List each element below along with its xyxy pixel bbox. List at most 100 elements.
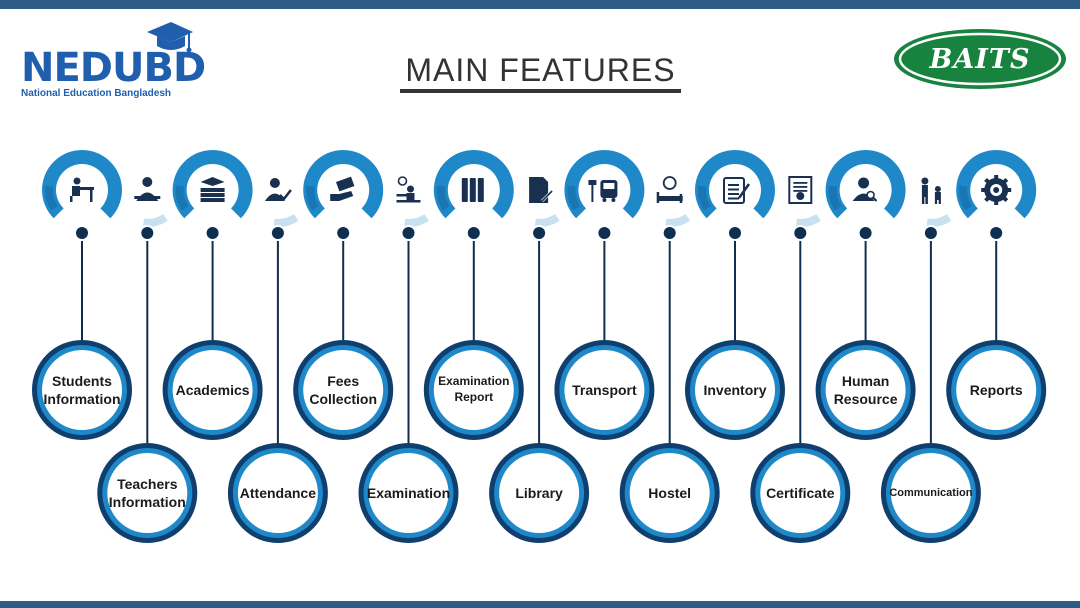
student-desk-icon xyxy=(70,177,94,202)
ring-chain xyxy=(41,150,1037,228)
anchor-dot xyxy=(402,227,415,239)
page-title: MAIN FEATURES xyxy=(405,52,676,88)
graduation-cap-icon xyxy=(147,22,193,53)
anchor-dot xyxy=(598,227,611,239)
feature-node xyxy=(448,165,499,241)
bus-stop-icon xyxy=(588,180,618,202)
feature-circle xyxy=(227,443,328,543)
feature-circle xyxy=(880,443,981,543)
icon-disc xyxy=(840,165,891,215)
baits-wordmark: BAITS xyxy=(929,43,1031,75)
feature-node xyxy=(122,165,173,241)
feature-node xyxy=(579,165,630,241)
feature-circle xyxy=(815,340,916,440)
feature-node xyxy=(252,165,303,241)
icon-disc xyxy=(905,165,956,215)
chain-ring xyxy=(825,150,906,219)
feature-label: Human Resource xyxy=(833,372,898,407)
attendance-check-icon xyxy=(264,178,292,201)
baits-logo: BAITS xyxy=(892,27,1068,91)
feature-circle xyxy=(97,443,198,543)
feature-node xyxy=(187,165,238,241)
anchor-dot xyxy=(467,227,480,239)
chain-ring xyxy=(41,150,122,219)
people-talk-icon xyxy=(921,177,941,204)
anchor-dot xyxy=(729,227,741,239)
fees-hand-icon xyxy=(330,176,355,201)
anchor-dot xyxy=(337,227,350,239)
feature-label: Inventory xyxy=(703,381,767,398)
feature-node xyxy=(318,165,369,241)
anchor-dot xyxy=(663,227,676,239)
feature-circle xyxy=(489,443,590,543)
anchor-dot xyxy=(206,227,219,239)
chain-ring xyxy=(564,150,645,219)
icon-disc xyxy=(644,165,695,215)
feature-circle xyxy=(685,340,785,440)
chain-ring xyxy=(303,150,384,219)
baits-oval xyxy=(894,29,1066,89)
feature-circle xyxy=(554,340,655,440)
feature-circle xyxy=(32,340,132,440)
chain-ring xyxy=(165,208,176,219)
binders-icon xyxy=(461,178,484,202)
feature-circle xyxy=(423,340,524,440)
feature-circle xyxy=(946,340,1047,440)
anchor-dot xyxy=(794,227,807,239)
feature-circle xyxy=(293,340,394,440)
chain-ring xyxy=(296,208,307,219)
chain-ring xyxy=(433,150,514,219)
feature-node xyxy=(383,165,434,241)
feature-node xyxy=(710,165,760,241)
anchor-dot xyxy=(924,227,937,239)
bottom-band xyxy=(0,601,1080,608)
feature-node xyxy=(57,165,107,241)
chain-ring xyxy=(557,208,568,219)
teacher-icon xyxy=(134,177,161,201)
icon-disc xyxy=(252,165,303,215)
feature-node xyxy=(905,165,956,241)
person-search-icon xyxy=(852,177,878,202)
anchor-dot xyxy=(990,227,1003,239)
exam-clock-icon xyxy=(396,176,421,203)
certificate-icon xyxy=(788,176,813,204)
feature-label: Library xyxy=(515,484,563,501)
feature-circle xyxy=(358,443,459,543)
chain-ring xyxy=(172,150,253,219)
nedubd-tagline: National Education Bangladesh xyxy=(21,88,172,99)
books-cap-icon xyxy=(200,177,225,202)
chain-ring xyxy=(688,208,698,219)
feature-label: Fees Collection xyxy=(309,372,378,407)
feature-circle xyxy=(750,443,851,543)
feature-label: Examination xyxy=(366,484,451,501)
nedubd-logo: NEDUBD National Education Bangladesh xyxy=(18,18,208,102)
nedubd-wordmark: NEDUBD xyxy=(21,45,206,91)
feature-label: Attendance xyxy=(239,484,316,501)
chain-ring xyxy=(426,208,437,219)
bed-question-icon xyxy=(656,176,683,203)
feature-label: Students Information xyxy=(43,372,121,407)
feature-node xyxy=(775,165,826,241)
icon-disc xyxy=(122,165,173,215)
anchor-dot xyxy=(271,227,284,239)
feature-label: Examination Report xyxy=(438,374,510,404)
chain-ring xyxy=(694,150,775,219)
feature-label: Reports xyxy=(969,381,1023,398)
clipboard-list-icon xyxy=(723,177,751,204)
feature-label: Hostel xyxy=(648,484,692,501)
title-underline xyxy=(400,89,681,93)
feature-circle xyxy=(619,443,720,543)
top-band xyxy=(0,0,1080,9)
feature-node xyxy=(644,165,695,241)
chain-ring xyxy=(956,150,1037,219)
anchor-dot xyxy=(859,227,872,239)
feature-label: Teachers Information xyxy=(108,475,186,510)
anchor-dot xyxy=(533,227,546,239)
feature-label: Certificate xyxy=(766,484,835,501)
anchor-dot xyxy=(76,227,88,239)
chain-ring xyxy=(818,208,829,219)
feature-label: Academics xyxy=(175,381,250,398)
feature-label: Transport xyxy=(572,381,637,398)
gear-report-icon xyxy=(981,175,1012,205)
